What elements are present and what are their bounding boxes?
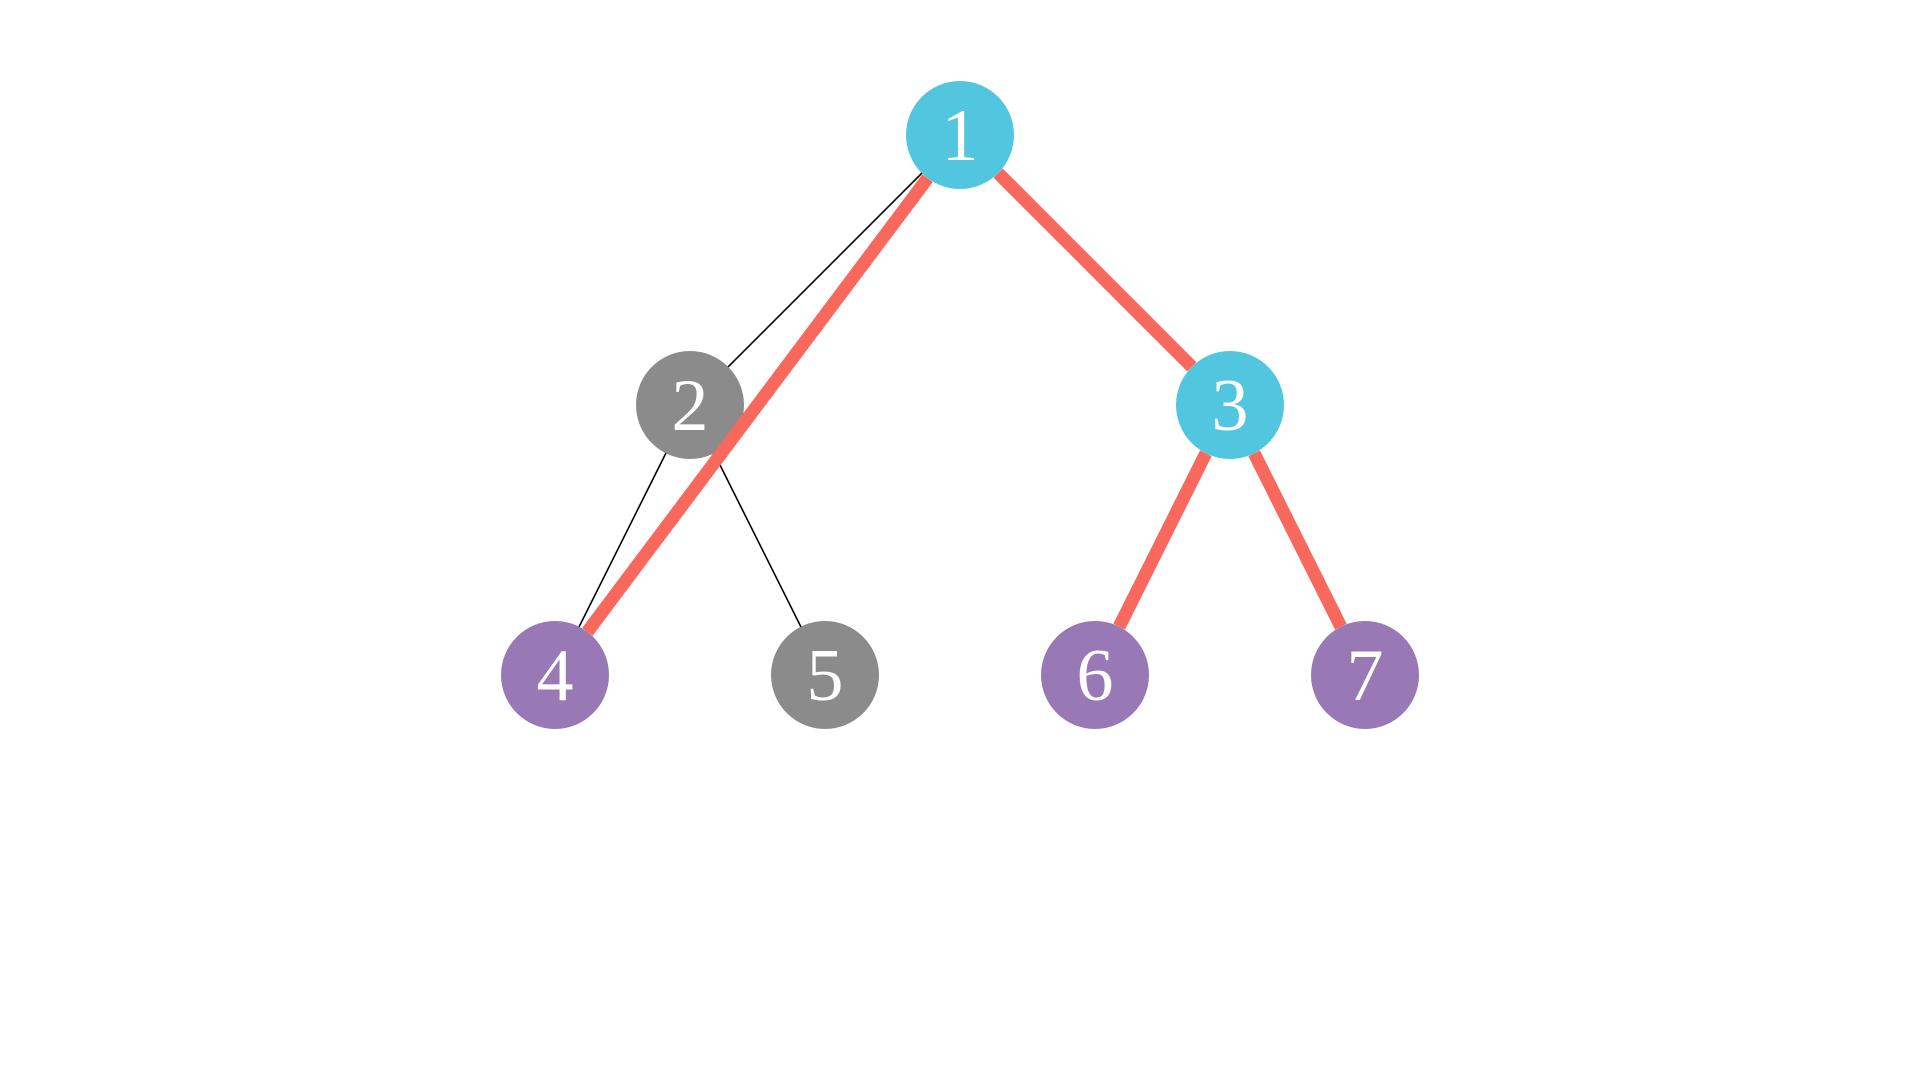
node-4-circle [501,621,609,729]
path-edge-3-6 [1113,450,1212,630]
node-2-label: 2 [672,365,709,447]
path-edge-3-7 [1248,450,1347,630]
tree-nodes: 1 2 3 4 5 6 7 [501,81,1419,729]
path-edge-1-4 [582,174,933,636]
node-2: 2 [636,351,744,459]
node-4-label: 4 [537,635,574,717]
node-1: 1 [906,81,1014,189]
node-6-circle [1041,621,1149,729]
node-3: 3 [1176,351,1284,459]
highlight-path-edges [582,168,1347,636]
node-6-label: 6 [1077,635,1114,717]
node-3-label: 3 [1212,365,1249,447]
node-4: 4 [501,621,609,729]
node-3-circle [1176,351,1284,459]
node-1-label: 1 [942,95,979,177]
path-edge-1-3 [993,168,1197,372]
node-7-label: 7 [1347,635,1384,717]
node-7-circle [1311,621,1419,729]
node-5-label: 5 [807,635,844,717]
edge-1-2 [689,134,961,406]
node-2-circle [636,351,744,459]
node-5-circle [771,621,879,729]
node-5: 5 [771,621,879,729]
node-1-circle [906,81,1014,189]
node-6: 6 [1041,621,1149,729]
node-7: 7 [1311,621,1419,729]
